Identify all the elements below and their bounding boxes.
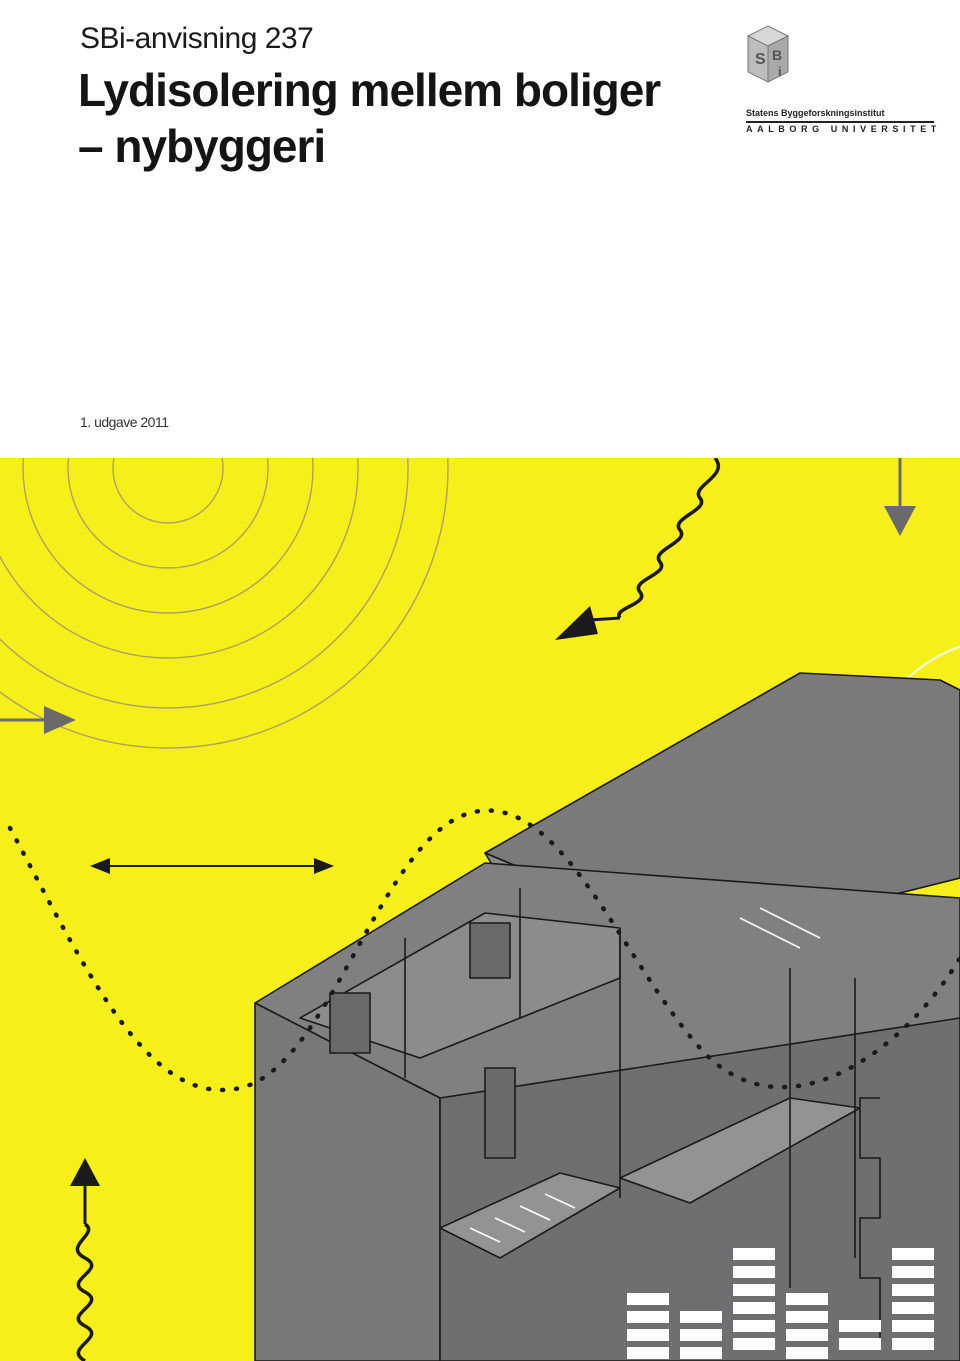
arrow-down-icon	[884, 458, 916, 536]
logo-rule	[746, 121, 934, 123]
svg-text:B: B	[772, 47, 782, 63]
sbi-cube-icon: S B i	[746, 25, 790, 83]
svg-text:i: i	[778, 64, 782, 79]
sound-rings-left	[0, 458, 449, 749]
svg-text:S: S	[755, 51, 766, 68]
arrow-right-icon	[0, 706, 76, 734]
wave-arrow-icon	[555, 458, 720, 640]
equalizer-bars	[627, 1248, 934, 1359]
edition-label: 1. udgave 2011	[80, 414, 169, 430]
logo-institute: Statens Byggeforskningsinstitut	[746, 108, 885, 118]
logo-university: AALBORG UNIVERSITET	[746, 124, 941, 134]
double-arrow-icon	[90, 858, 334, 874]
dotted-sound-path	[7, 808, 960, 1093]
title-line-1: Lydisolering mellem boliger	[78, 64, 661, 116]
title-line-2: – nybyggeri	[78, 120, 326, 172]
cover-artwork	[0, 458, 960, 1361]
wave-arrow-up-icon	[70, 1158, 100, 1361]
cover-header: SBi-anvisning 237 Lydisolering mellem bo…	[0, 0, 960, 458]
cover-title: Lydisolering mellem boliger – nybyggeri	[78, 62, 661, 174]
sbi-logo: S B i Statens Byggeforskningsinstitut AA…	[742, 24, 938, 140]
series-label: SBi-anvisning 237	[80, 22, 314, 55]
building-illustration	[254, 672, 960, 1361]
